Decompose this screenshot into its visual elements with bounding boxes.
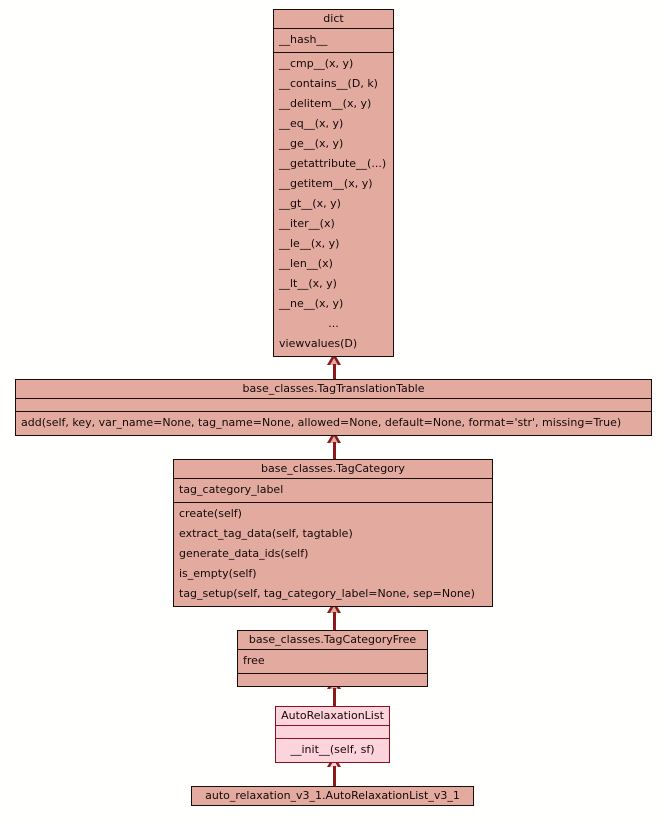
compartment-divider bbox=[274, 28, 393, 29]
class-box-dict[interactable]: dict __hash__ __cmp__(x, y) __contains__… bbox=[273, 9, 394, 357]
class-title-tagcategory: base_classes.TagCategory bbox=[261, 462, 405, 475]
method-row: __gt__(x, y) bbox=[279, 197, 341, 210]
class-box-tagcategory[interactable]: base_classes.TagCategory tag_category_la… bbox=[173, 459, 493, 607]
methods-compartment-tagcategory: create(self) extract_tag_data(self, tagt… bbox=[174, 503, 492, 606]
methods-compartment-dict: __cmp__(x, y) __contains__(D, k) __delit… bbox=[274, 53, 393, 356]
inheritance-arrow-inner bbox=[330, 606, 338, 613]
edge-line bbox=[332, 612, 336, 632]
method-row: create(self) bbox=[179, 507, 242, 520]
inheritance-arrow-inner bbox=[330, 358, 338, 365]
class-title-autorelaxationlist: AutoRelaxationList bbox=[281, 709, 384, 722]
attributes-compartment-tagcategoryfree: free bbox=[238, 650, 427, 673]
class-box-tagtranslationtable[interactable]: base_classes.TagTranslationTable add(sel… bbox=[15, 379, 652, 436]
method-row: add(self, key, var_name=None, tag_name=N… bbox=[21, 416, 622, 429]
method-row: __cmp__(x, y) bbox=[279, 57, 354, 70]
method-row: __iter__(x) bbox=[279, 217, 335, 230]
methods-compartment-tagtranslationtable: add(self, key, var_name=None, tag_name=N… bbox=[16, 412, 651, 435]
method-row: __ge__(x, y) bbox=[279, 137, 344, 150]
method-row-ellipsis: ... bbox=[328, 317, 339, 330]
attribute-row: tag_category_label bbox=[179, 483, 284, 496]
attributes-compartment-tagcategory: tag_category_label bbox=[174, 479, 492, 502]
edge-line bbox=[332, 688, 336, 708]
method-row: __le__(x, y) bbox=[279, 237, 340, 250]
compartment-divider bbox=[174, 502, 492, 503]
method-row: __eq__(x, y) bbox=[279, 117, 344, 130]
inheritance-arrow-inner bbox=[330, 436, 338, 443]
compartment-divider bbox=[16, 411, 651, 412]
method-row: __ne__(x, y) bbox=[279, 297, 344, 310]
compartment-divider bbox=[274, 52, 393, 53]
edge-line bbox=[332, 364, 336, 381]
methods-compartment-tagcategoryfree bbox=[238, 674, 427, 686]
method-row: __len__(x) bbox=[279, 257, 333, 270]
edge-line bbox=[332, 442, 336, 460]
attributes-compartment-autorelaxationlist bbox=[276, 726, 389, 738]
attribute-row: __hash__ bbox=[279, 33, 328, 46]
method-row: __lt__(x, y) bbox=[279, 277, 337, 290]
class-box-tagcategoryfree[interactable]: base_classes.TagCategoryFree free bbox=[237, 630, 428, 687]
method-row: __getitem__(x, y) bbox=[279, 177, 373, 190]
class-title-tagcategoryfree: base_classes.TagCategoryFree bbox=[248, 633, 417, 646]
compartment-divider bbox=[238, 649, 427, 650]
attributes-compartment-tagtranslationtable bbox=[16, 399, 651, 411]
attribute-row: free bbox=[243, 654, 265, 667]
method-row: extract_tag_data(self, tagtable) bbox=[179, 527, 353, 540]
class-box-autorelaxationlist-v3-1[interactable]: auto_relaxation_v3_1.AutoRelaxationList_… bbox=[191, 786, 474, 806]
attributes-compartment-dict: __hash__ bbox=[274, 29, 393, 52]
class-title-autorelaxationlist-v3-1: auto_relaxation_v3_1.AutoRelaxationList_… bbox=[205, 789, 460, 802]
method-row: __contains__(D, k) bbox=[279, 77, 378, 90]
method-row: is_empty(self) bbox=[179, 567, 257, 580]
method-row: __init__(self, sf) bbox=[290, 743, 375, 756]
class-title-dict: dict bbox=[323, 12, 344, 25]
edge-tagtranslationtable-to-dict bbox=[327, 353, 341, 381]
class-title-tagtranslationtable: base_classes.TagTranslationTable bbox=[242, 382, 425, 395]
method-row: __delitem__(x, y) bbox=[279, 97, 372, 110]
methods-compartment-autorelaxationlist: __init__(self, sf) bbox=[276, 739, 389, 762]
compartment-divider bbox=[276, 738, 389, 739]
method-row: __getattribute__(...) bbox=[279, 157, 387, 170]
edge-line bbox=[332, 766, 336, 788]
compartment-divider bbox=[16, 398, 651, 399]
class-box-autorelaxationlist[interactable]: AutoRelaxationList __init__(self, sf) bbox=[275, 706, 390, 763]
compartment-divider bbox=[174, 478, 492, 479]
method-row: tag_setup(self, tag_category_label=None,… bbox=[179, 587, 475, 600]
compartment-divider bbox=[238, 673, 427, 674]
compartment-divider bbox=[276, 725, 389, 726]
method-row: generate_data_ids(self) bbox=[179, 547, 309, 560]
method-row: viewvalues(D) bbox=[279, 337, 358, 350]
inheritance-arrow-inner bbox=[330, 760, 338, 767]
